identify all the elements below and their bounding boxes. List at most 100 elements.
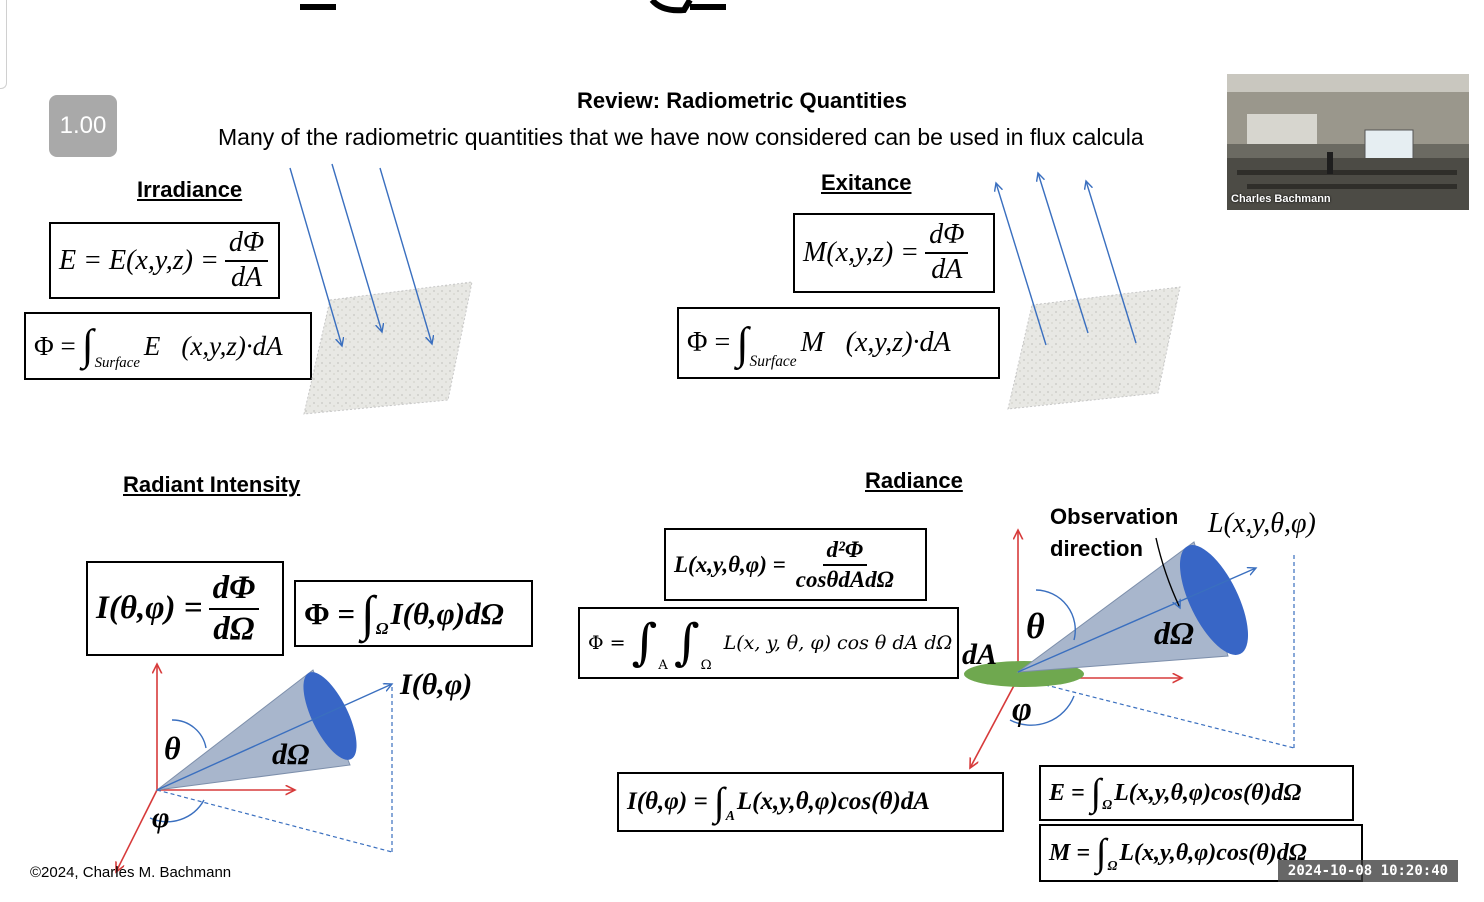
exitance-eq2-rhs: M⃗(x,y,z)·dA⃗ — [800, 327, 973, 358]
cone-cap — [1179, 545, 1249, 655]
theta-arc — [171, 719, 207, 749]
irradiance-eq1-fraction: dΦ dA — [224, 227, 269, 294]
exiting-ray — [1086, 181, 1137, 344]
exitance-eq1-fraction: dΦ dA — [925, 219, 969, 286]
intensity-eq1-numerator: dΦ — [208, 570, 260, 610]
radiance-eq2-subscript-a: A — [658, 658, 668, 673]
exitance-equation-2: Φ = ∫ Surface M⃗(x,y,z)·dA⃗ — [677, 307, 1000, 379]
exitance-eq1-denominator: dA — [931, 254, 963, 285]
irradiance-heading: Irradiance — [137, 177, 243, 202]
theta-label: θ — [1026, 606, 1045, 646]
exitance-eq1-lhs: M(x,y,z) = — [803, 237, 920, 268]
surface-patch — [1007, 286, 1181, 410]
observation-label-line1: Observation — [1050, 504, 1178, 529]
radiance-cone-diagram: Observation direction L(x,y,θ,φ) dA θ φ … — [962, 504, 1316, 775]
solid-angle-label: dΩ — [1154, 615, 1194, 651]
phi-arc — [149, 799, 205, 823]
irradiance-equation-1: E = E(x,y,z) = dΦ dA — [49, 222, 280, 299]
incident-ray — [379, 167, 432, 344]
intensity-heading: Radiant Intensity — [123, 472, 301, 497]
exitance-eq2-subscript: Surface — [749, 353, 797, 370]
phi-arc — [1009, 695, 1075, 726]
radiance-eq4-rhs: L(x,y,θ,φ)cos(θ)dΩ — [1114, 779, 1302, 806]
intensity-eq2-lhs: Φ = — [304, 595, 356, 631]
irradiance-eq1-lhs: E = E(x,y,z) = — [59, 244, 219, 276]
intensity-cone-diagram: θ φ dΩ I(θ,φ) — [100, 650, 472, 875]
exitance-eq1-numerator: dΦ — [925, 219, 969, 254]
playback-speed-button[interactable]: 1.00 — [49, 95, 117, 157]
projection-line — [1017, 677, 1295, 749]
area-label: dA — [962, 638, 997, 671]
integral-symbol: ∫ — [713, 779, 725, 824]
intensity-eq1-fraction: dΦ dΩ — [208, 570, 260, 647]
phi-label: φ — [152, 801, 170, 834]
radiance-eq5-rhs: L(x,y,θ,φ)cos(θ)dΩ — [1119, 839, 1307, 866]
intensity-eq2-rhs: I(θ,φ)dΩ — [390, 595, 504, 631]
radiance-equation-4: E = ∫ Ω L(x,y,θ,φ)cos(θ)dΩ — [1039, 765, 1354, 821]
radiance-eq3-lhs: I(θ,φ) = — [627, 788, 708, 815]
radiance-equation-1: L(x,y,θ,φ) = d²Φ cosθdAdΩ — [664, 528, 927, 601]
intensity-eq1-lhs: I(θ,φ) = — [96, 590, 203, 626]
irradiance-equation-2: Φ = ∫ Surface E⃗(x,y,z)·dA⃗ — [24, 312, 312, 380]
intensity-ray — [156, 684, 392, 791]
theta-arc — [1035, 589, 1076, 641]
radiance-eq2-lhs: Φ = — [588, 632, 626, 654]
radiance-eq1-fraction: d²Φ cosθdAdΩ — [792, 537, 898, 592]
radiance-eq5-subscript: Ω — [1107, 858, 1118, 873]
solid-angle-label: dΩ — [272, 738, 309, 771]
integral-symbol: ∫ — [81, 322, 94, 370]
radiance-eq2-rhs: L(x, y, θ, φ) cos θ dA dΩ — [723, 632, 953, 654]
copyright-notice: ©2024, Charles M. Bachmann — [30, 864, 232, 881]
radiance-eq3-rhs: L(x,y,θ,φ)cos(θ)dA — [736, 788, 930, 815]
exitance-eq2-lhs: Φ = — [687, 327, 731, 358]
radiance-eq4-subscript: Ω — [1102, 797, 1113, 812]
integral-symbol: ∫ — [673, 613, 700, 672]
integral-symbol: ∫ — [361, 585, 375, 641]
slide-title: Review: Radiometric Quantities — [576, 88, 908, 113]
radiance-equation-5: M = ∫ Ω L(x,y,θ,φ)cos(θ)dΩ — [1039, 824, 1363, 882]
integral-symbol: ∫ — [631, 613, 658, 672]
radiance-ray-label: L(x,y,θ,φ) — [1207, 508, 1316, 539]
radiance-eq1-lhs: L(x,y,θ,φ) = — [674, 551, 786, 577]
radiance-equation-2: Φ = ∫ A ∫ Ω L(x, y, θ, φ) cos θ dA dΩ — [578, 607, 959, 679]
irradiance-eq2-lhs: Φ = — [34, 330, 76, 361]
y-axis — [116, 789, 158, 872]
radiance-eq1-numerator: d²Φ — [822, 537, 868, 566]
exiting-ray — [996, 183, 1047, 346]
surface-patch — [303, 281, 473, 415]
radiance-eq3-subscript: A — [725, 808, 735, 823]
exitance-heading: Exitance — [821, 170, 912, 195]
integral-symbol: ∫ — [1090, 771, 1102, 814]
radiance-eq5-lhs: M = — [1049, 839, 1091, 866]
exitance-diagram — [990, 165, 1181, 410]
observation-pointer — [1155, 537, 1180, 608]
incident-ray — [331, 163, 382, 332]
intensity-eq2-subscript: Ω — [375, 619, 389, 638]
projection-line — [156, 789, 393, 853]
slide-subtitle: Many of the radiometric quantities that … — [218, 124, 1144, 150]
recording-timestamp: 2024-10-08 10:20:40 — [1278, 860, 1458, 882]
irradiance-eq2-subscript: Surface — [94, 355, 140, 371]
integral-symbol: ∫ — [736, 317, 749, 368]
irradiance-diagram — [289, 163, 473, 415]
intensity-eq1-denominator: dΩ — [213, 610, 255, 647]
radiance-eq2-subscript-omega: Ω — [700, 658, 712, 673]
exitance-equation-1: M(x,y,z) = dΦ dA — [793, 213, 995, 293]
irradiance-eq2-rhs: E⃗(x,y,z)·dA⃗ — [143, 330, 304, 361]
radiance-ray — [1017, 568, 1256, 673]
phi-label: φ — [1012, 691, 1032, 728]
y-axis — [970, 677, 1019, 768]
cone-cap — [303, 672, 357, 760]
intensity-equation-1: I(θ,φ) = dΦ dΩ — [86, 561, 284, 656]
intensity-equation-2: Φ = ∫ Ω I(θ,φ)dΩ — [294, 580, 533, 647]
exiting-ray — [1038, 173, 1089, 334]
radiance-eq1-denominator: cosθdAdΩ — [795, 566, 894, 592]
presenter-video[interactable]: Charles Bachmann — [1227, 74, 1469, 210]
intensity-ray-label: I(θ,φ) — [399, 668, 472, 701]
radiance-eq4-lhs: E = — [1049, 779, 1085, 806]
radiance-heading: Radiance — [865, 468, 963, 493]
presenter-name: Charles Bachmann — [1231, 193, 1331, 205]
observation-label-line2: direction — [1050, 536, 1143, 561]
incident-ray — [289, 167, 342, 346]
integral-symbol: ∫ — [1096, 831, 1107, 874]
